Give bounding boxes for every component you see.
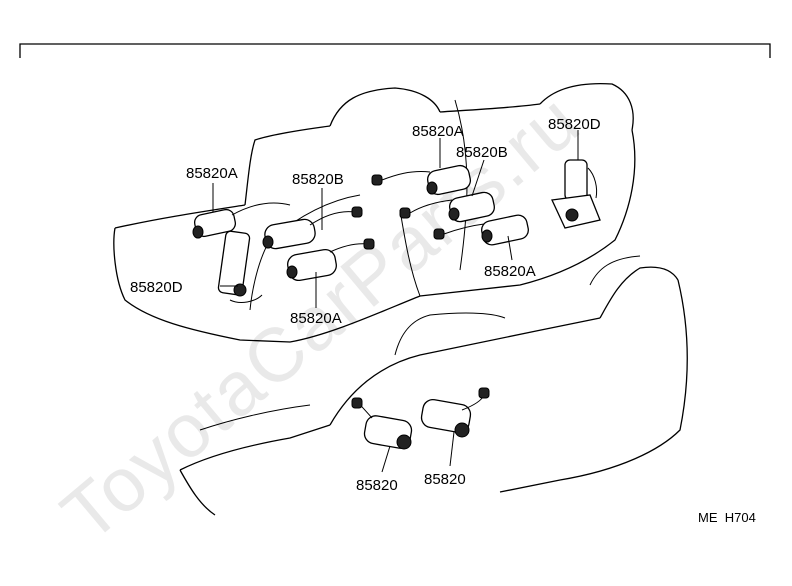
- part-label: 85820B: [456, 144, 508, 161]
- figure-code: ME H704: [698, 510, 756, 525]
- motor-85820A-left: [192, 202, 291, 239]
- part-label: 85820D: [130, 279, 183, 296]
- part-label: 85820A: [186, 165, 238, 182]
- frame-bracket: [19, 43, 771, 58]
- motor-85820A-right-lower: [433, 214, 529, 246]
- part-label: 85820B: [292, 171, 344, 188]
- leader-lines: [212, 130, 579, 473]
- part-label: 85820A: [412, 123, 464, 140]
- motor-85820-front-left: [351, 397, 413, 450]
- part-label: 85820A: [290, 310, 342, 327]
- motor-85820D-right: [551, 159, 601, 229]
- part-labels: 85820A 85820B 85820D 85820A 85820A 85820…: [130, 116, 601, 494]
- part-label: 85820D: [548, 116, 601, 133]
- motor-85820-front-right: [420, 387, 490, 438]
- motor-85820A-right-upper: [371, 164, 472, 196]
- part-label: 85820A: [484, 263, 536, 280]
- part-label: 85820: [356, 477, 398, 494]
- motor-85820A-left-lower: [286, 238, 375, 282]
- part-label: 85820: [424, 471, 466, 488]
- front-seat-outline: [179, 255, 688, 516]
- motor-85820B-right: [399, 191, 495, 223]
- motor-85820B-left-upper: [262, 206, 363, 250]
- motor-85820D-left: [217, 230, 263, 303]
